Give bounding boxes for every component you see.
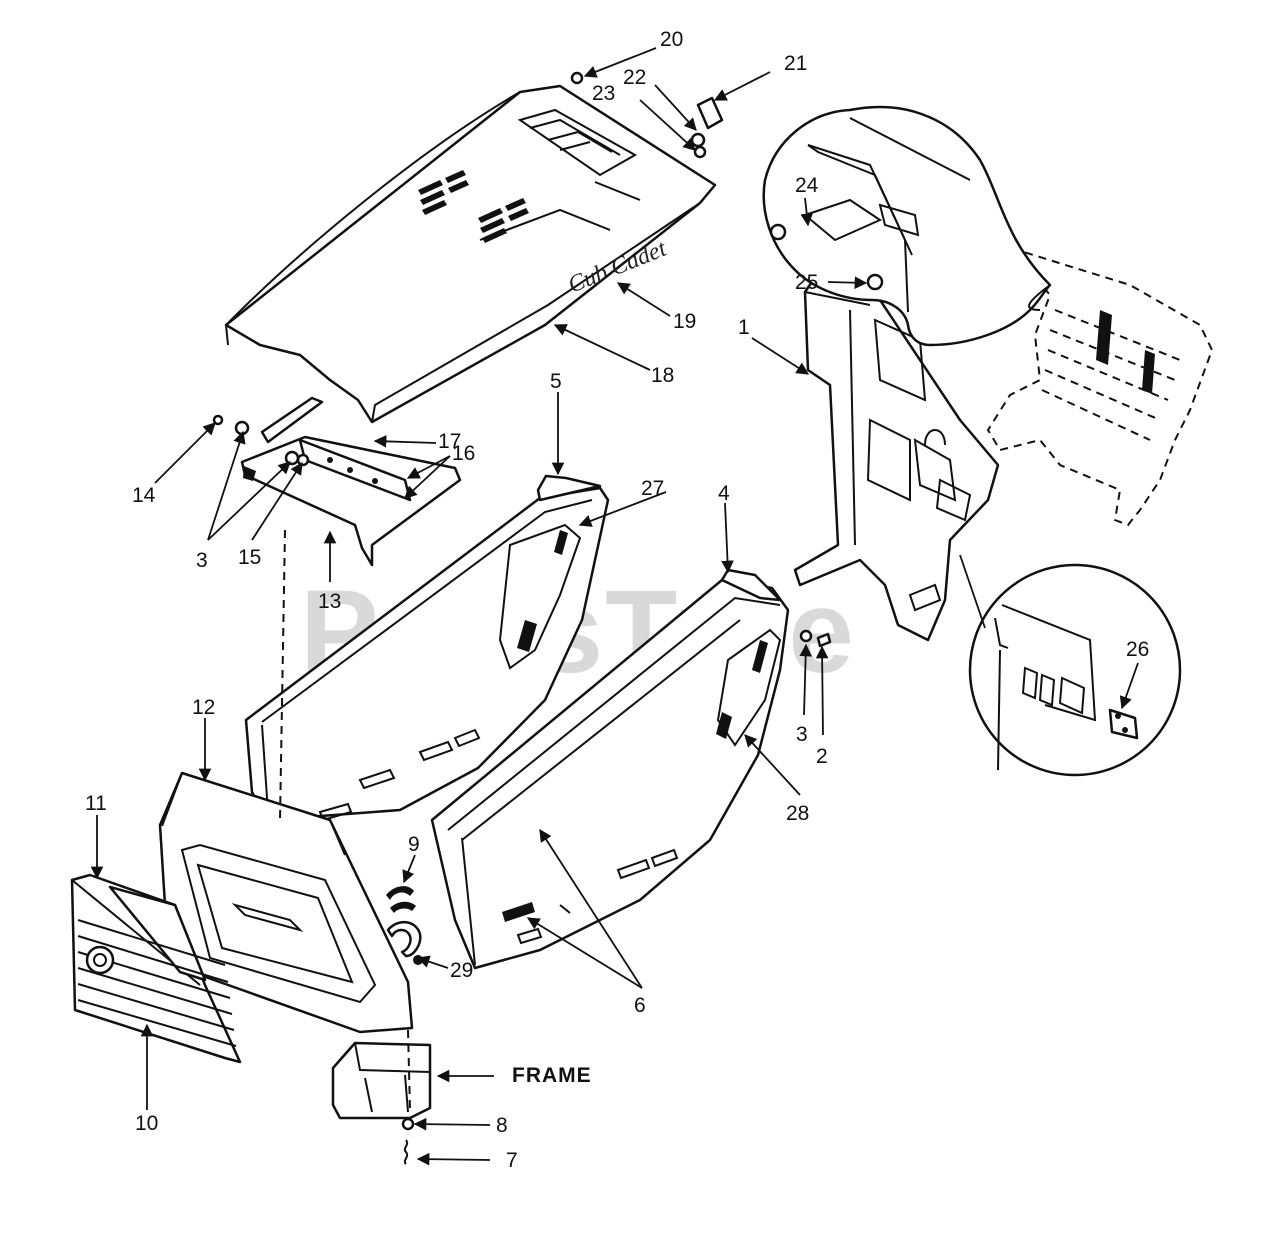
fasteners [413, 71, 832, 965]
callout-13: 13 [318, 590, 341, 613]
callout-3b: 3 [796, 723, 808, 746]
callout-23: 23 [592, 82, 615, 105]
callout-26: 26 [1126, 638, 1149, 661]
grille-slats [77, 919, 237, 1047]
callout-6: 6 [634, 994, 646, 1017]
callout-16: 16 [452, 442, 475, 465]
callout-22: 22 [623, 66, 646, 89]
callout-27: 27 [641, 477, 664, 500]
callout-1: 1 [738, 316, 750, 339]
callout-5: 5 [550, 370, 562, 393]
callouts: 20 21 22 23 24 25 19 18 1 5 27 4 17 16 1… [85, 28, 1149, 1172]
side-panel-left [244, 474, 610, 822]
callout-8: 8 [496, 1114, 508, 1137]
hood-vent-right [478, 198, 529, 243]
callout-4: 4 [718, 482, 730, 505]
frame-block [331, 1041, 432, 1165]
callout-25: 25 [795, 271, 818, 294]
leaders [90, 47, 1139, 1166]
grille [70, 873, 242, 1064]
callout-24: 24 [795, 174, 819, 197]
callout-11: 11 [85, 792, 107, 815]
callout-19: 19 [673, 310, 696, 333]
callout-15: 15 [238, 546, 261, 569]
detail-leader-bottom [959, 554, 986, 629]
callout-20: 20 [660, 28, 683, 51]
hood-spring [386, 886, 422, 958]
side-panel-right [430, 568, 790, 970]
callout-10: 10 [135, 1112, 158, 1135]
callout-17: 17 [438, 430, 461, 453]
alignment-line-1 [279, 529, 286, 821]
callout-29: 29 [450, 959, 473, 982]
detail-circle-top [762, 105, 1052, 347]
callout-2: 2 [816, 745, 828, 768]
callout-7: 7 [506, 1149, 518, 1172]
hood: Cub Cadet [224, 84, 717, 424]
callout-21: 21 [784, 52, 807, 75]
callout-28: 28 [786, 802, 809, 825]
callout-frame: FRAME [512, 1064, 592, 1087]
detail-circle-bottom [968, 563, 1182, 777]
callout-3a: 3 [196, 549, 208, 572]
dashboard-outline [984, 239, 1214, 527]
callout-14: 14 [132, 484, 156, 507]
callout-9: 9 [408, 833, 420, 856]
hood-vent-left [418, 170, 469, 215]
callout-18: 18 [651, 364, 674, 387]
callout-12: 12 [192, 696, 215, 719]
dash-support [793, 268, 1000, 642]
